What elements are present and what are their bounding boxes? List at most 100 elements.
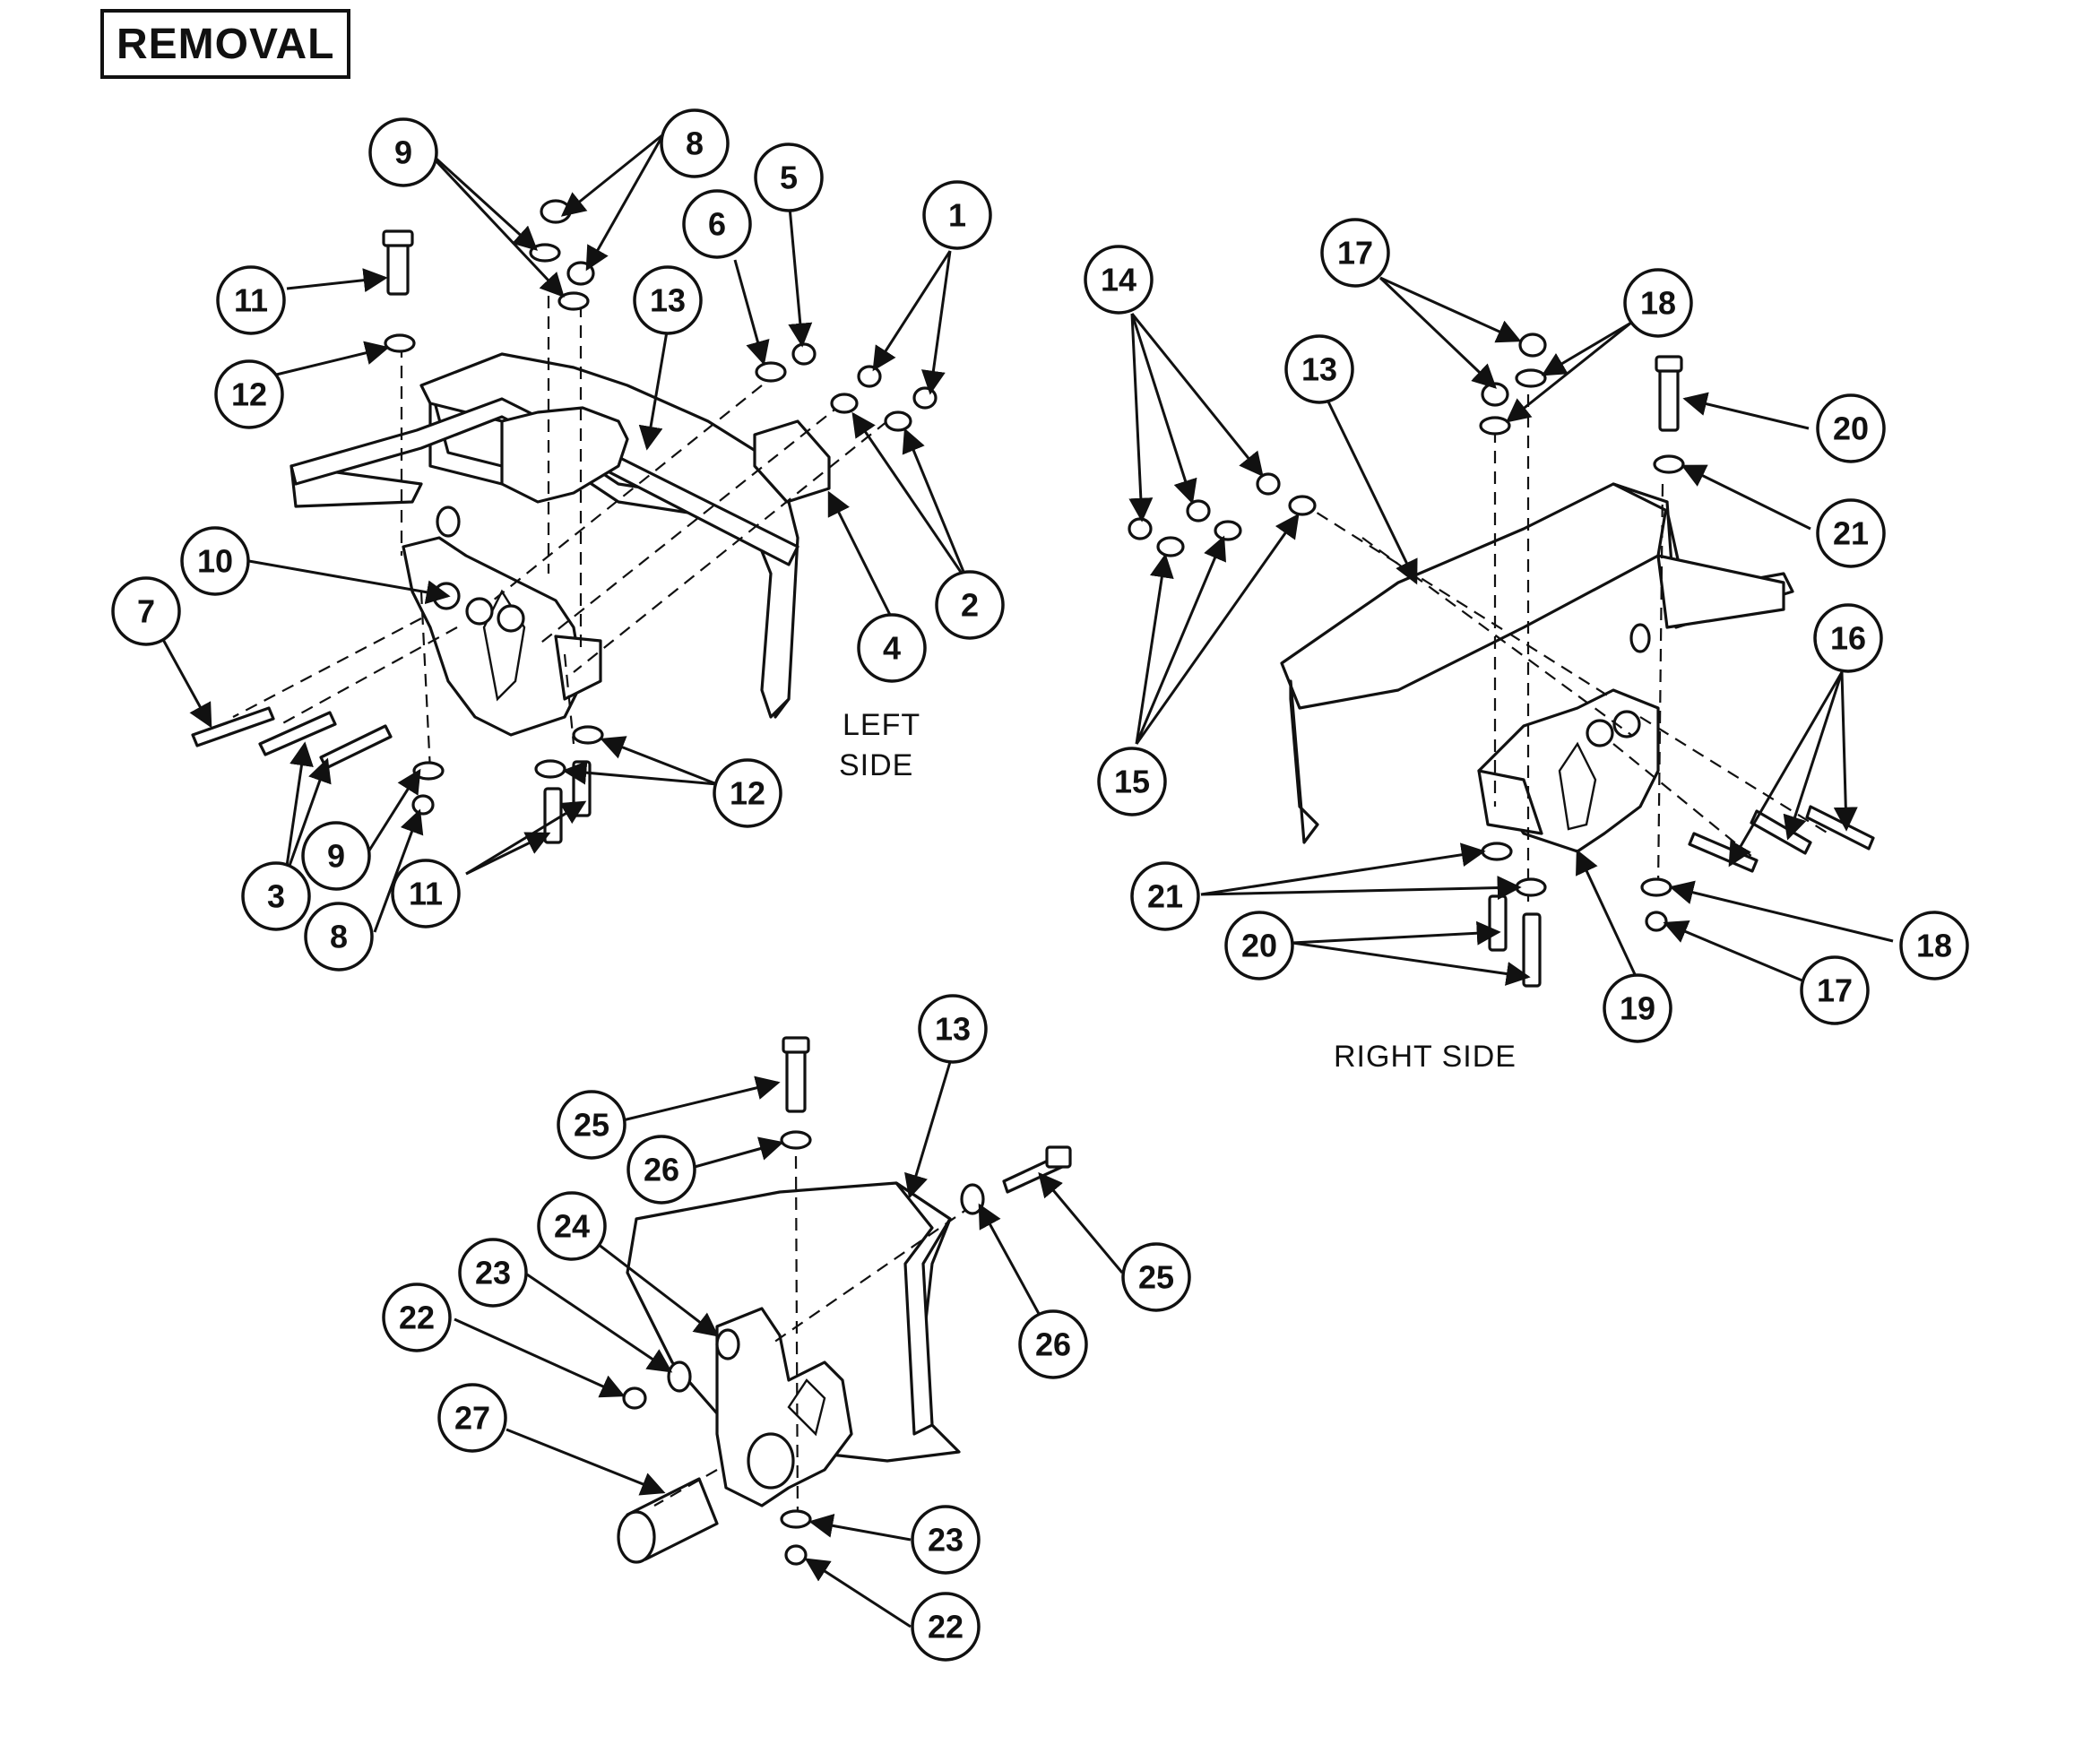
frame-rail-left	[290, 352, 799, 719]
frame-rail-right	[1280, 482, 1794, 844]
callout-11-top: 11	[216, 265, 286, 335]
svg-text:11: 11	[234, 282, 268, 319]
bottom-hidden-lines	[653, 1155, 973, 1524]
left-hidden-lines	[232, 296, 888, 772]
svg-text:18: 18	[1640, 285, 1676, 322]
callout-19: 19	[1603, 973, 1672, 1043]
svg-text:26: 26	[644, 1152, 679, 1188]
callout-24: 24	[537, 1191, 607, 1261]
svg-text:21: 21	[1833, 515, 1869, 552]
callout-23-left: 23	[458, 1238, 528, 1308]
bracket-left	[402, 536, 602, 737]
svg-text:6: 6	[708, 206, 726, 243]
svg-text:9: 9	[327, 838, 345, 875]
callout-6: 6	[682, 189, 752, 259]
callout-3: 3	[241, 861, 311, 931]
callout-10: 10	[180, 526, 250, 596]
callout-14: 14	[1084, 245, 1154, 315]
callouts: 1 2 3 4 5 6 7 8 8 9 9 10 11 11 12 12 13 …	[111, 108, 1969, 1662]
svg-text:16: 16	[1830, 620, 1866, 657]
callout-23-bottom: 23	[911, 1505, 981, 1575]
svg-text:26: 26	[1035, 1326, 1071, 1363]
svg-text:12: 12	[231, 376, 267, 413]
callout-25-top: 25	[557, 1090, 627, 1160]
svg-text:11: 11	[409, 876, 443, 912]
callout-21-top: 21	[1816, 498, 1886, 568]
callout-9-top: 9	[368, 117, 438, 187]
callout-1: 1	[922, 180, 992, 250]
callout-7: 7	[111, 576, 181, 646]
svg-text:8: 8	[330, 919, 348, 955]
svg-text:25: 25	[574, 1107, 609, 1144]
callout-8-top: 8	[660, 108, 730, 178]
callout-13-bottom: 13	[918, 994, 988, 1064]
leader-lines	[160, 133, 1894, 1628]
callout-27: 27	[437, 1383, 507, 1453]
callout-16: 16	[1813, 603, 1883, 673]
svg-text:22: 22	[399, 1300, 435, 1336]
callout-9-bottom: 9	[301, 821, 371, 891]
callout-18-top: 18	[1623, 268, 1693, 338]
svg-text:17: 17	[1817, 972, 1853, 1009]
svg-text:14: 14	[1101, 262, 1136, 298]
svg-text:17: 17	[1337, 235, 1373, 272]
callout-25-right: 25	[1121, 1242, 1191, 1312]
svg-text:2: 2	[961, 587, 979, 624]
svg-text:3: 3	[267, 878, 285, 915]
callout-26-bottom: 26	[1018, 1309, 1088, 1379]
svg-text:10: 10	[197, 543, 233, 580]
callout-22-bottom: 22	[911, 1592, 981, 1662]
callout-12-bottom: 12	[713, 758, 782, 828]
callout-20-top: 20	[1816, 393, 1886, 463]
svg-text:20: 20	[1241, 928, 1277, 964]
callout-20-bottom: 20	[1224, 911, 1294, 980]
svg-text:27: 27	[454, 1400, 490, 1437]
bottom-fasteners	[622, 1036, 1072, 1566]
callout-2: 2	[935, 570, 1005, 640]
left-side-assembly: LEFT SIDE	[191, 199, 938, 844]
svg-text:15: 15	[1114, 764, 1150, 800]
callout-26-top: 26	[627, 1135, 696, 1205]
svg-text:1: 1	[948, 197, 966, 234]
callout-12-top: 12	[214, 359, 284, 429]
svg-text:8: 8	[686, 125, 704, 162]
removal-title: REMOVAL	[100, 9, 351, 79]
callout-13-left: 13	[633, 265, 703, 335]
callout-13-right: 13	[1284, 334, 1354, 404]
callout-22-left: 22	[382, 1283, 452, 1352]
svg-text:7: 7	[137, 593, 155, 630]
callout-5: 5	[754, 143, 824, 212]
callout-8-bottom: 8	[304, 902, 374, 972]
svg-text:23: 23	[928, 1522, 964, 1559]
svg-text:13: 13	[935, 1011, 971, 1048]
svg-text:12: 12	[730, 775, 765, 812]
left-side-label-line2: SIDE	[839, 748, 913, 782]
callout-17-bottom: 17	[1800, 955, 1870, 1025]
bushing	[617, 1432, 795, 1564]
svg-text:23: 23	[475, 1255, 511, 1291]
bracket-right	[1477, 688, 1660, 853]
svg-text:19: 19	[1620, 990, 1655, 1027]
callout-15: 15	[1097, 747, 1167, 816]
svg-text:18: 18	[1916, 928, 1952, 964]
svg-text:25: 25	[1138, 1259, 1174, 1296]
svg-text:20: 20	[1833, 410, 1869, 447]
svg-text:4: 4	[883, 630, 901, 667]
right-side-label: RIGHT SIDE	[1334, 1040, 1517, 1074]
callout-11-bottom: 11	[391, 859, 461, 929]
svg-text:21: 21	[1147, 878, 1183, 915]
spacer-block	[753, 419, 831, 504]
svg-text:24: 24	[554, 1208, 590, 1245]
svg-text:13: 13	[650, 282, 686, 319]
svg-text:5: 5	[780, 160, 798, 196]
bottom-assembly	[617, 1036, 1072, 1566]
svg-text:9: 9	[394, 134, 412, 171]
callout-18-bottom: 18	[1899, 911, 1969, 980]
left-side-label-line1: LEFT	[843, 708, 920, 742]
callout-4: 4	[857, 613, 927, 683]
callout-21-bottom: 21	[1130, 861, 1200, 931]
callout-17-top: 17	[1320, 218, 1390, 288]
svg-text:13: 13	[1301, 351, 1337, 388]
svg-text:22: 22	[928, 1609, 964, 1645]
